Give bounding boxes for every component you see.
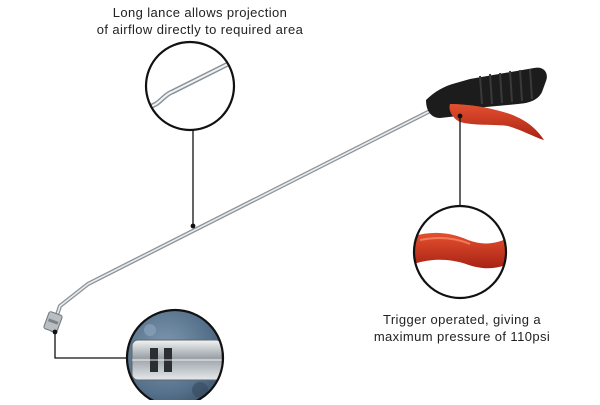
lance-bend-detail-icon — [144, 40, 236, 132]
trigger-detail-icon — [412, 204, 508, 300]
lance-caption-line-1: Long lance allows projection — [112, 5, 288, 20]
trigger-caption: Trigger operated, giving a maximum press… — [352, 311, 572, 345]
lance-callout-dot — [190, 223, 196, 229]
trigger-callout-dot — [457, 113, 463, 119]
trigger-caption-line-2: maximum pressure of 110psi — [373, 329, 551, 344]
lance-caption-line-2: of airflow directly to required area — [96, 22, 304, 37]
nozzle-tip — [43, 311, 63, 333]
trigger-caption-line-1: Trigger operated, giving a — [382, 312, 542, 327]
nozzle-callout-dot — [52, 329, 58, 335]
trigger — [449, 104, 544, 140]
lance-rod — [49, 105, 439, 333]
lance-caption: Long lance allows projection of airflow … — [60, 4, 340, 38]
callout-lines — [54, 116, 461, 359]
nozzle-detail-icon — [125, 308, 225, 405]
